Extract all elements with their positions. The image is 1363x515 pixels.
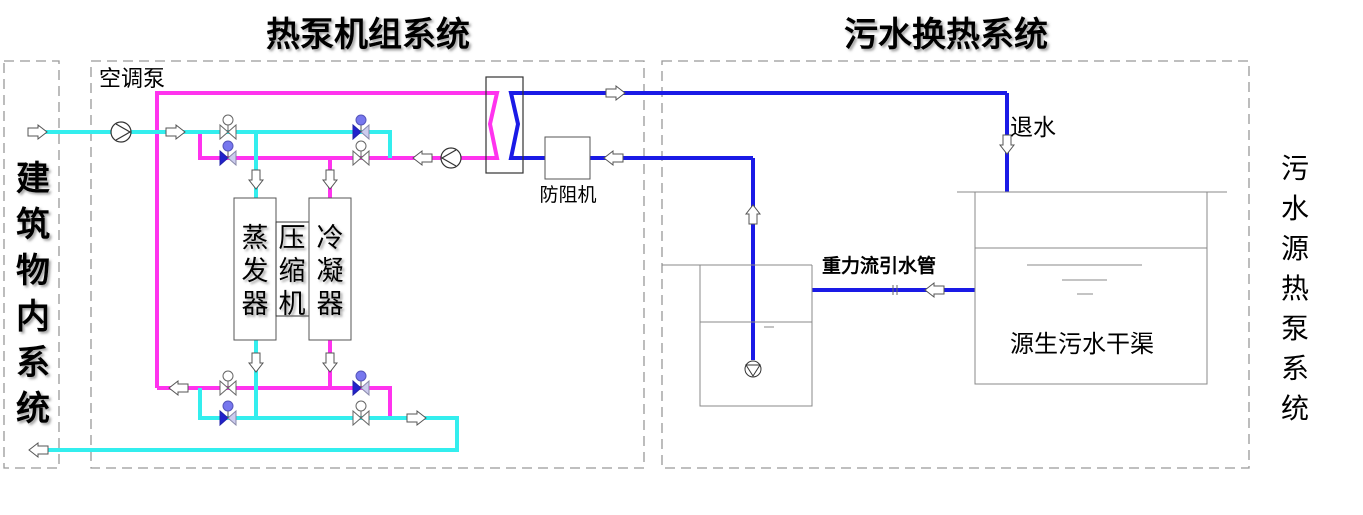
- heat-exchanger: [485, 76, 524, 174]
- flow-arrow-up-icon: [745, 204, 761, 225]
- title-heat-pump-unit: 热泵机组系统: [266, 15, 470, 55]
- flow-arrow-left-icon: [168, 380, 189, 396]
- flow-arrow-left-icon: [28, 442, 49, 458]
- compressor-label: 压缩机: [279, 223, 306, 320]
- label-char: 内: [16, 297, 50, 337]
- flow-arrow-down-icon: [248, 352, 264, 373]
- heat-pump-panel: [90, 60, 645, 469]
- valve-open-icon: [352, 140, 370, 166]
- label-char: 统: [1281, 392, 1309, 425]
- label-char: 器: [317, 289, 344, 320]
- title-sewage-exchange: 污水换热系统: [844, 15, 1048, 55]
- sewage-channel-label: 源生污水干渠: [1010, 330, 1154, 358]
- label-char: 机: [279, 289, 306, 320]
- flow-arrow-right-icon: [605, 85, 626, 101]
- condenser-box: [308, 197, 352, 341]
- motor-valve-icon: [219, 400, 237, 426]
- gravity-pipe-label: 重力流引水管: [822, 254, 936, 277]
- flow-arrow-right-icon: [406, 410, 427, 426]
- flow-arrow-down-icon: [322, 352, 338, 373]
- sewage-channel: [957, 191, 1227, 385]
- condenser-label: 冷凝器: [317, 223, 344, 320]
- valve-open-icon: [219, 370, 237, 396]
- motor-valve-icon: [352, 114, 370, 140]
- label-char: 系: [16, 343, 50, 383]
- label-char: 冷: [317, 223, 344, 254]
- hot-side-pump-icon: [440, 147, 462, 169]
- compressor-box: [275, 221, 310, 317]
- flow-arrow-left-icon: [412, 150, 433, 166]
- label-char: 筑: [16, 205, 50, 245]
- ac-pump-icon: [110, 121, 132, 143]
- flow-arrow-down-icon: [322, 169, 338, 190]
- ac-pump-label: 空调泵: [99, 67, 165, 92]
- label-char: 建: [16, 159, 50, 199]
- sewage-loop: [508, 91, 1009, 360]
- valve-open-icon: [352, 400, 370, 426]
- label-char: 器: [242, 289, 269, 320]
- building-panel: [3, 60, 60, 469]
- sewage-well: [662, 264, 813, 407]
- flow-arrow-left-icon: [603, 150, 624, 166]
- label-char: 水: [1281, 192, 1309, 225]
- label-char: 热: [1281, 272, 1309, 305]
- label-char: 源: [1281, 232, 1309, 265]
- label-char: 物: [16, 251, 50, 291]
- anti-clog-label: 防阻机: [539, 184, 596, 206]
- valve-open-icon: [219, 114, 237, 140]
- label-char: 污: [1281, 152, 1309, 185]
- flow-arrow-right-icon: [27, 124, 48, 140]
- pipe-fitting-icon: [892, 285, 898, 295]
- flow-arrow-left-icon: [924, 282, 945, 298]
- label-char: 发: [242, 256, 269, 287]
- motor-valve-icon: [219, 140, 237, 166]
- hot-water-loop: [155, 91, 500, 418]
- submersible-pump-icon: [744, 360, 762, 378]
- return-water-label: 退水: [1010, 115, 1056, 141]
- label-char: 蒸: [242, 223, 269, 254]
- label-char: 凝: [317, 256, 344, 287]
- label-char: 压: [279, 223, 306, 254]
- label-char: 系: [1281, 352, 1309, 385]
- flow-arrow-right-icon: [165, 124, 186, 140]
- anti-clog-machine: [544, 136, 591, 180]
- label-char: 统: [16, 389, 50, 429]
- flow-arrow-down-icon: [248, 169, 264, 190]
- motor-valve-icon: [352, 370, 370, 396]
- evaporator-label: 蒸发器: [242, 223, 269, 320]
- label-char: 缩: [279, 256, 306, 287]
- label-char: 泵: [1281, 312, 1309, 345]
